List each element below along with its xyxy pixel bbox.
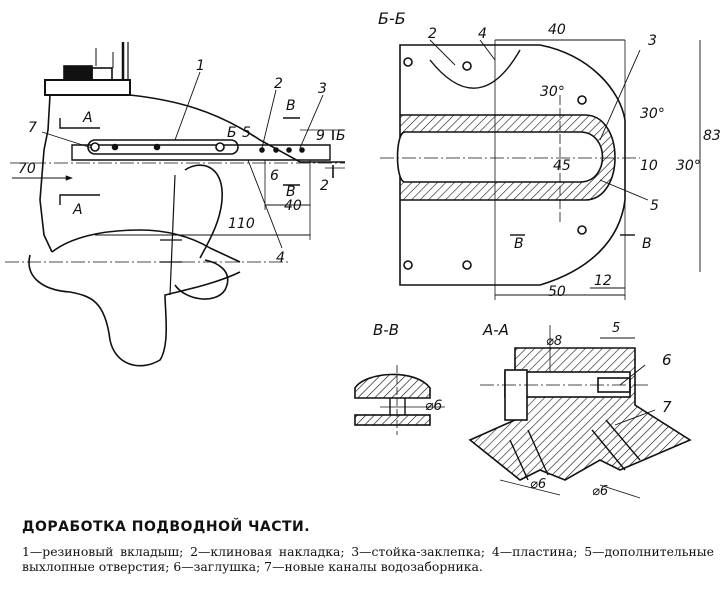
callout-4: 4 <box>276 250 285 266</box>
bb-dim-40: 40 <box>548 22 566 38</box>
dim-9: 9 <box>316 128 325 144</box>
section-mark-v-top: В <box>286 98 296 114</box>
section-bb-labels: Б-Б 2 4 3 5 40 30° 30° 45 10 30° 83 50 1… <box>378 9 721 300</box>
callout-2: 2 <box>274 76 283 92</box>
bb-dim-30-b: 30° <box>640 106 665 122</box>
section-aa-labels: A-A 6 7 ⌀8 5 ⌀6 ⌀6 <box>482 321 672 499</box>
section-vv-title: В-В <box>373 321 399 339</box>
aa-dim-d6-right: ⌀6 <box>592 484 608 499</box>
bb-section-mark-v-right: В <box>642 236 652 252</box>
dim-6: 6 <box>270 168 279 184</box>
dim-70: 70 <box>18 161 36 177</box>
bb-dim-12: 12 <box>594 273 612 289</box>
callout-7: 7 <box>28 120 37 136</box>
bb-dim-30-c: 30° <box>676 158 701 174</box>
bb-dim-50: 50 <box>548 284 566 300</box>
section-bb-title: Б-Б <box>378 9 406 28</box>
aa-callout-6: 6 <box>662 351 672 369</box>
aa-dim-d6-left: ⌀6 <box>530 477 546 492</box>
section-bb <box>380 39 701 300</box>
dim-110: 110 <box>228 216 255 232</box>
section-vv-labels: В-В ⌀6 <box>373 321 442 414</box>
bb-dim-10: 10 <box>640 158 658 174</box>
bb-callout-5: 5 <box>650 198 659 214</box>
bb-callout-2: 2 <box>428 26 437 42</box>
bb-dim-45: 45 <box>553 158 571 174</box>
section-aa <box>468 325 692 499</box>
section-mark-v-bottom: В <box>286 184 296 200</box>
dim-2: 2 <box>320 178 329 194</box>
section-aa-title: A-A <box>482 321 509 339</box>
callout-1: 1 <box>196 58 205 74</box>
bb-callout-4: 4 <box>478 26 487 42</box>
caption-title: ДОРАБОТКА ПОДВОДНОЙ ЧАСТИ. <box>22 519 311 535</box>
caption-legend: 1—резиновый вкладыш; 2—клиновая накладка… <box>22 544 714 574</box>
main-view-labels: 1 2 3 4 7 A A Б Б В В 70 110 40 5 9 6 2 <box>18 58 346 266</box>
section-mark-a-bottom: A <box>72 202 83 218</box>
aa-dim-d8: ⌀8 <box>546 334 562 349</box>
bb-section-mark-v-left: В <box>514 236 524 252</box>
vv-dim-d6: ⌀6 <box>425 398 442 414</box>
section-mark-b-left: Б <box>227 125 237 141</box>
bb-dim-30-a: 30° <box>540 84 565 100</box>
bb-callout-3: 3 <box>648 33 657 49</box>
aa-callout-7: 7 <box>662 398 672 416</box>
section-mark-a-top: A <box>82 110 93 126</box>
section-vv <box>354 365 445 435</box>
main-side-view <box>5 42 345 367</box>
dim-40: 40 <box>284 198 302 214</box>
bb-dim-83: 83 <box>703 128 721 144</box>
callout-3: 3 <box>318 81 327 97</box>
dim-5: 5 <box>242 125 251 141</box>
aa-dim-5: 5 <box>612 321 620 336</box>
section-mark-b-right: Б <box>336 128 346 144</box>
